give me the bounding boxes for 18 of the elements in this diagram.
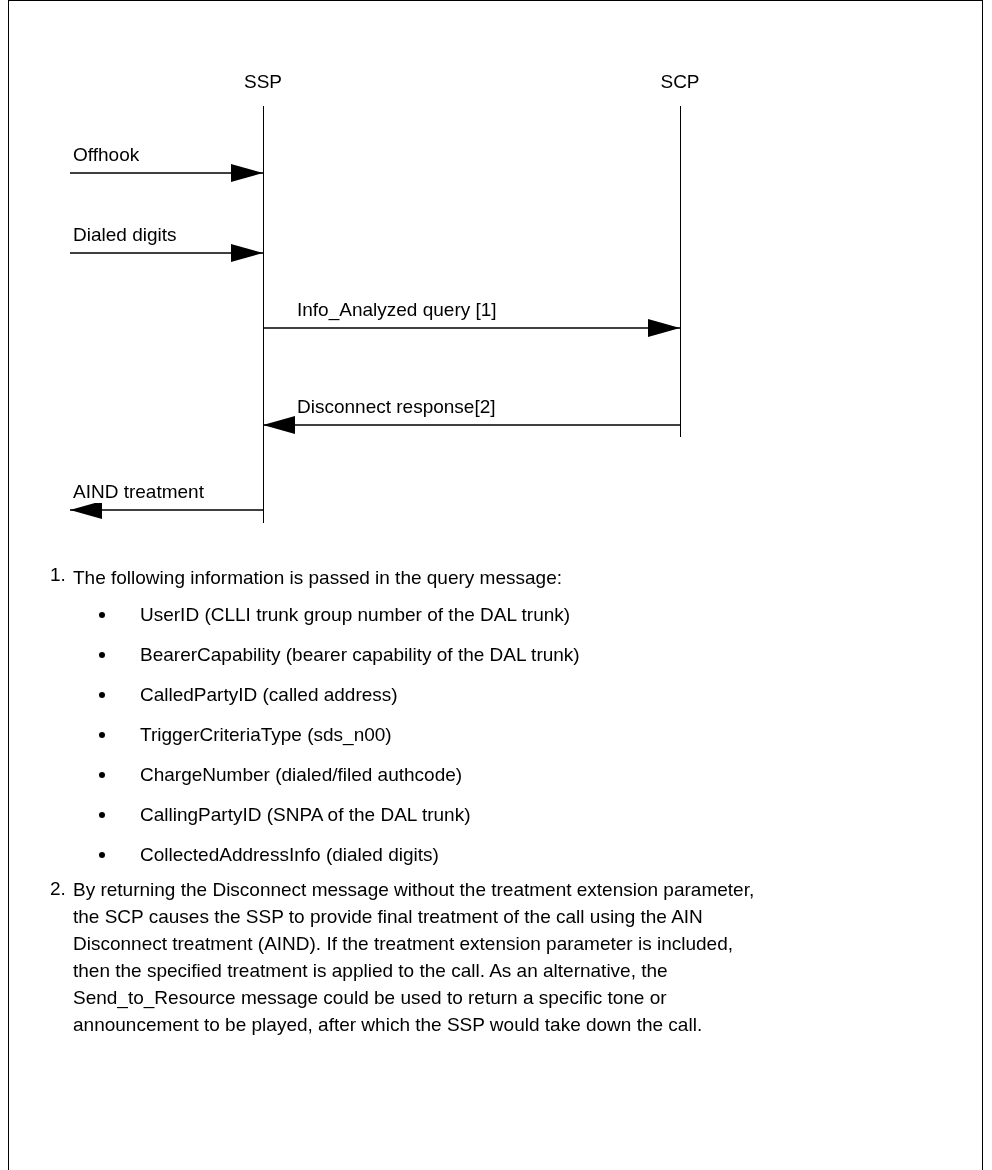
note-number: 1. <box>50 564 66 586</box>
message-arrow <box>262 319 681 337</box>
participant-label: SCP <box>660 70 700 94</box>
message-arrow <box>69 501 264 519</box>
bullet-text: CollectedAddressInfo (dialed digits) <box>140 844 439 866</box>
bullet-text: CallingPartyID (SNPA of the DAL trunk) <box>140 804 471 826</box>
bullet-text: UserID (CLLI trunk group number of the DAL trunk) <box>140 604 571 626</box>
bullet-text: ChargeNumber (dialed/filed authcode) <box>140 764 463 786</box>
message-arrow <box>69 244 264 262</box>
message-arrow <box>262 416 681 434</box>
note-text: The following information is passed in the query message: <box>73 566 563 590</box>
message-arrow <box>69 164 264 182</box>
note-text: By returning the Disconnect message without the treatment extension parameter, the SCP causes the SSP to provide final treatment of the call using the AIN Disconnect treatment (AIND). If the treatment extension parameter is included, then the specified treatment is applied to the call. As an alternative, the Send_to_Resource message could be used to return a specific tone or announcement to be played, after which the SSP would take down the call. <box>73 878 756 1037</box>
bullet-text: BearerCapability (bearer capability of the DAL trunk) <box>140 644 580 666</box>
bullet-text: CalledPartyID (called address) <box>140 684 398 706</box>
participant-label: SSP <box>244 70 282 94</box>
bullet-text: TriggerCriteriaType (sds_n00) <box>140 724 392 746</box>
note-number: 2. <box>50 878 66 900</box>
